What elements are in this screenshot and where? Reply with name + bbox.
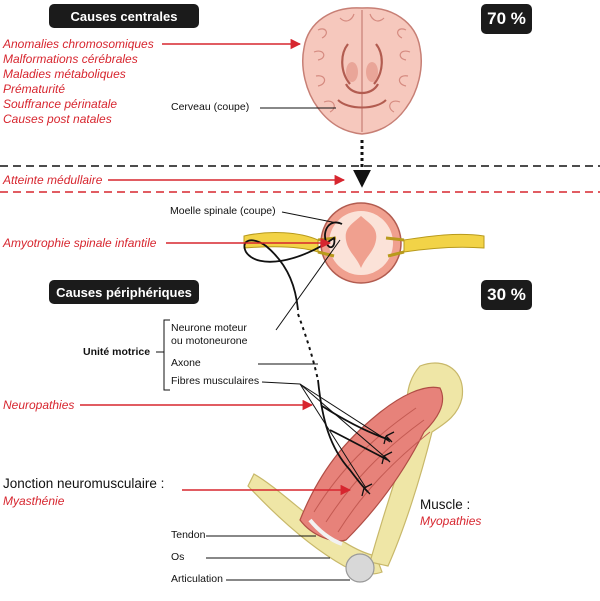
central-cause-item: Causes post natales <box>3 112 112 126</box>
leader-lines <box>156 107 391 581</box>
central-cause-item: Maladies métaboliques <box>3 67 126 81</box>
motor-neuron-label: Neurone moteur <box>171 322 247 334</box>
motor-neuron-label-2: ou motoneurone <box>171 335 248 347</box>
peripheral-percent-badge: 30 % <box>481 280 532 310</box>
central-cause-item: Malformations cérébrales <box>3 52 138 66</box>
joint-label: Articulation <box>171 573 223 585</box>
axon-dotted <box>297 313 319 381</box>
central-percent-badge: 70 % <box>481 4 532 34</box>
brain-label: Cerveau (coupe) <box>171 101 250 113</box>
central-cause-item: Prématurité <box>3 82 66 96</box>
spinal-atteinte-label: Atteinte médullaire <box>3 173 103 187</box>
arm-illustration <box>247 362 464 583</box>
sma-label: Amyotrophie spinale infantile <box>3 236 157 250</box>
bone-label: Os <box>171 551 185 563</box>
axon-label: Axone <box>171 357 201 369</box>
muscle-fibers-label: Fibres musculaires <box>171 375 260 387</box>
peripheral-causes-badge: Causes périphériques <box>49 280 199 304</box>
brain-illustration <box>302 7 422 135</box>
central-cause-item: Souffrance périnatale <box>3 97 118 111</box>
myopathies-label: Myopathies <box>420 514 482 528</box>
central-cause-item: Anomalies chromosomiques <box>3 37 154 51</box>
motor-unit-label: Unité motrice <box>83 346 151 358</box>
muscle-label: Muscle : <box>420 497 471 512</box>
tendon-label: Tendon <box>171 529 206 541</box>
neuropathies-label: Neuropathies <box>3 398 75 412</box>
spinal-cord-label: Moelle spinale (coupe) <box>170 205 276 217</box>
central-causes-badge: Causes centrales <box>49 4 199 28</box>
red-pointer-arrows <box>80 38 352 496</box>
myasthenia-label: Myasthénie <box>3 494 65 508</box>
junction-label: Jonction neuromusculaire : <box>3 476 165 491</box>
